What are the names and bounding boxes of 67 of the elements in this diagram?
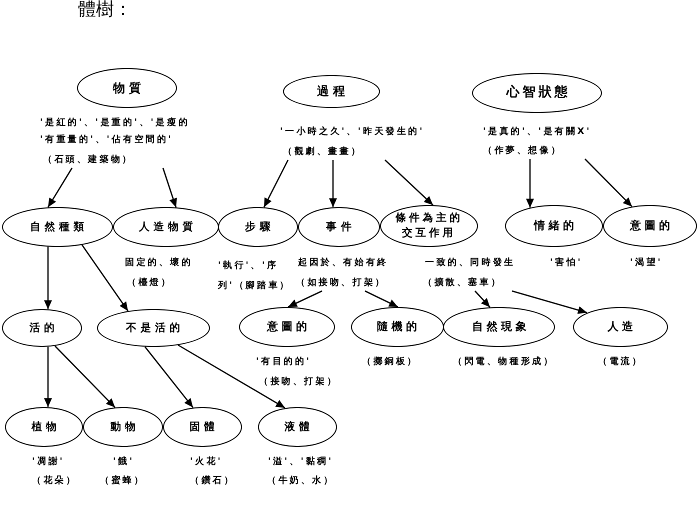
concept-ellipse: 步驟 bbox=[218, 207, 298, 247]
arrow bbox=[81, 244, 129, 312]
example-text: （接吻、打架） bbox=[259, 376, 338, 388]
example-text: '凋謝' bbox=[32, 456, 65, 468]
concept-ellipse: 心智狀態 bbox=[472, 73, 602, 113]
example-text: '害怕' bbox=[550, 257, 583, 269]
example-text: '一小時之久'、'昨天發生的' bbox=[280, 126, 425, 138]
arrow bbox=[47, 168, 73, 208]
example-text: （檯燈） bbox=[127, 277, 172, 289]
concept-ellipse: 自然種類 bbox=[2, 207, 112, 247]
example-text: '餓' bbox=[113, 456, 134, 468]
example-text: （石頭、建築物） bbox=[43, 154, 134, 166]
example-text: （蜜蜂） bbox=[100, 475, 146, 487]
concept-ellipse: 動物 bbox=[83, 407, 163, 447]
concept-ellipse: 活的 bbox=[2, 309, 82, 347]
concept-ellipse: 意圖的 bbox=[239, 307, 335, 347]
example-text: '有重量的'、'佔有空間的' bbox=[40, 134, 174, 146]
example-text: 一致的、同時發生 bbox=[425, 257, 516, 269]
concept-ellipse: 人造物質 bbox=[113, 207, 219, 247]
concept-ellipse: 人造 bbox=[572, 307, 668, 347]
example-text: '執行'、'序列'（腳踏車） bbox=[218, 259, 292, 293]
concept-ellipse: 事件 bbox=[298, 207, 380, 247]
example-text: （觀劇、畫畫） bbox=[283, 146, 362, 158]
example-text: （鑽石） bbox=[190, 475, 236, 487]
example-text: '火花' bbox=[190, 456, 223, 468]
concept-ellipse: 自然現象 bbox=[443, 307, 555, 347]
example-text: '渴望' bbox=[630, 257, 663, 269]
arrow bbox=[44, 246, 52, 310]
example-text: '有目的的' bbox=[256, 356, 312, 368]
example-text: （牛奶、水） bbox=[267, 475, 335, 487]
example-text: （花朵） bbox=[32, 475, 78, 487]
arrow bbox=[54, 346, 116, 408]
concept-ellipse: 意圖的 bbox=[603, 205, 697, 247]
example-text: （作夢、想像） bbox=[483, 145, 562, 157]
arrow bbox=[144, 346, 194, 408]
arrow bbox=[162, 168, 177, 208]
concept-ellipse: 隨機的 bbox=[350, 307, 444, 347]
example-text: （如接吻、打架） bbox=[296, 277, 386, 289]
arrow bbox=[512, 290, 588, 314]
example-text: '溢'、'黏稠' bbox=[268, 456, 334, 468]
concept-ellipse: 物質 bbox=[77, 68, 177, 108]
concept-ellipse: 植物 bbox=[5, 407, 83, 447]
example-text: （擴散、塞車） bbox=[423, 277, 502, 289]
concept-ellipse: 條件為主的交互作用 bbox=[380, 205, 478, 247]
arrow bbox=[474, 290, 490, 308]
arrow bbox=[329, 160, 337, 208]
example-text: '是真的'、'是有關X' bbox=[483, 126, 592, 138]
arrow bbox=[526, 159, 534, 208]
example-text: 起因於、有始有終 bbox=[298, 257, 388, 269]
arrow bbox=[263, 160, 289, 208]
example-text: '是紅的'、'是重的'、'是瘦的 bbox=[40, 117, 190, 129]
example-text: 固定的、壞的 bbox=[125, 257, 193, 269]
example-text: （閃電、物種形成） bbox=[453, 356, 555, 368]
concept-ellipse: 情緒的 bbox=[505, 205, 603, 247]
example-text: （電流） bbox=[598, 356, 644, 368]
arrow bbox=[584, 158, 632, 208]
concept-ellipse: 不是活的 bbox=[96, 309, 210, 347]
concept-ellipse: 固體 bbox=[162, 407, 242, 447]
heading-text: 體樹： bbox=[78, 0, 132, 20]
arrow bbox=[384, 160, 434, 206]
concept-ellipse: 過程 bbox=[282, 74, 380, 108]
arrow bbox=[178, 344, 286, 408]
example-text: （擲銅板） bbox=[362, 356, 418, 368]
arrow bbox=[364, 290, 398, 308]
concept-ellipse: 液體 bbox=[258, 407, 336, 447]
arrow bbox=[288, 290, 322, 308]
arrow bbox=[44, 346, 52, 408]
